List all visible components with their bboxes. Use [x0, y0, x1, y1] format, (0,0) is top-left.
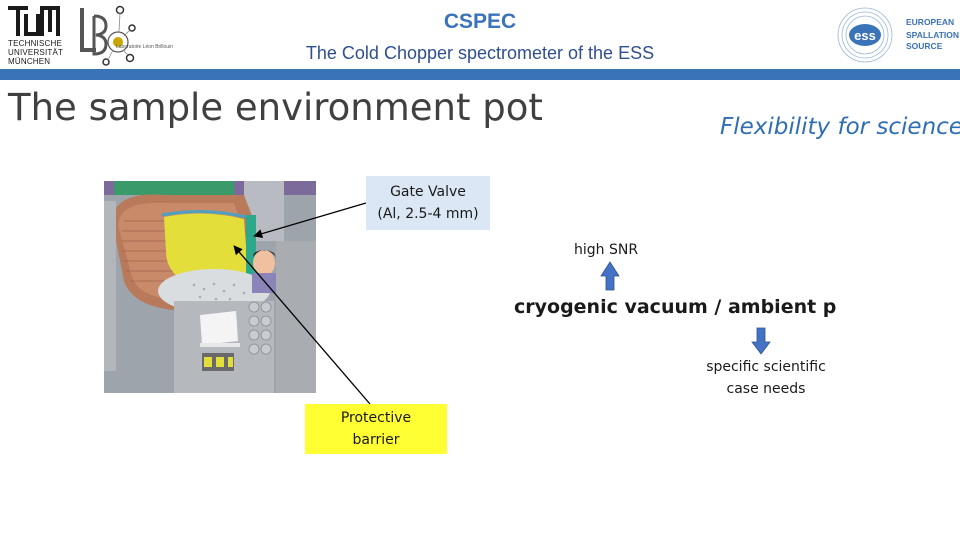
ess-logo-mark-text: ess: [854, 28, 876, 43]
ess-line-1: EUROPEAN: [906, 17, 955, 27]
down-arrow-icon: [751, 327, 771, 355]
cryogenic-label: cryogenic vacuum / ambient p: [514, 296, 837, 318]
llb-logo-text: Laboratoire Léon Brillouin: [116, 44, 173, 50]
slide-title: The sample environment pot: [8, 86, 543, 129]
tum-line-3: MÜNCHEN: [8, 57, 51, 66]
header-divider-bar: [0, 69, 960, 80]
barrier-line-1: Protective: [340, 410, 412, 426]
gate-valve-line-2: (Al, 2.5-4 mm): [377, 206, 479, 222]
llb-logo-graphic: [80, 5, 136, 66]
header-subtitle-container: The Cold Chopper spectrometer of the ESS: [290, 40, 670, 70]
specific-line-2: case needs: [726, 381, 806, 397]
slide-tagline: Flexibility for science: [720, 114, 960, 140]
gate-valve-callout: Gate Valve (Al, 2.5-4 mm): [366, 176, 490, 230]
ess-logo: ess EUROPEAN SPALLATION SOURCE: [832, 3, 960, 67]
ess-logo-mark: ess: [837, 7, 893, 63]
tum-logo: TECHNISCHE UNIVERSITÄT MÜNCHEN: [8, 6, 64, 68]
llb-logo: Laboratoire Léon Brillouin: [76, 2, 196, 70]
sample-pot-image: [104, 181, 316, 393]
tum-line-1: TECHNISCHE: [8, 39, 63, 48]
barrier-line-2: barrier: [352, 432, 400, 448]
specific-needs-label: specific scientific case needs: [700, 356, 832, 400]
specific-line-1: specific scientific: [706, 359, 826, 375]
ess-line-2: SPALLATION: [906, 30, 960, 40]
high-snr-label: high SNR: [574, 242, 639, 258]
tum-line-2: UNIVERSITÄT: [8, 48, 64, 57]
gate-valve-line-1: Gate Valve: [390, 184, 466, 200]
up-arrow-icon: [600, 261, 620, 291]
tum-logo-mark: [8, 6, 60, 36]
protective-barrier-callout: Protective barrier: [305, 404, 447, 454]
ess-line-3: SOURCE: [906, 41, 943, 51]
header-subtitle: The Cold Chopper spectrometer of the ESS: [305, 43, 655, 63]
header-title: CSPEC: [443, 10, 517, 33]
